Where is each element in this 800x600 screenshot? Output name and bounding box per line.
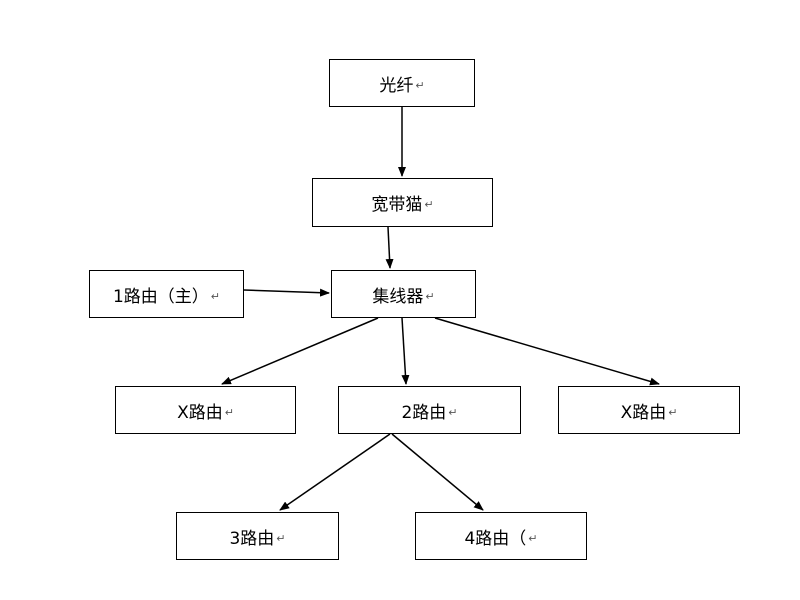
arrow-hub-to-x-right [434,317,660,386]
node-router-4: 4路由（↵ [415,512,587,560]
node-modem: 宽带猫↵ [312,178,493,227]
arrow-hub-to-router2 [401,317,410,385]
arrow-router2-to-router4 [391,433,484,511]
paragraph-mark-icon: ↵ [224,405,234,419]
node-modem-label: 宽带猫 [371,195,423,215]
node-fiber: 光纤↵ [329,59,475,107]
paragraph-mark-icon: ↵ [448,405,458,419]
paragraph-mark-icon: ↵ [276,531,286,545]
paragraph-mark-icon: ↵ [425,289,435,303]
node-hub-label: 集线器 [372,286,424,307]
paragraph-mark-icon: ↵ [415,78,425,92]
paragraph-mark-icon: ↵ [424,198,434,211]
node-router-2: 2路由↵ [338,386,521,434]
node-router-1-label: 1路由（主） [112,286,209,307]
node-router-x-left: X路由↵ [115,386,296,434]
paragraph-mark-icon: ↵ [210,289,221,303]
arrow-modem-to-hub [385,226,394,269]
arrow-router1-to-hub [243,288,330,297]
arrow-router2-to-router3 [279,433,391,511]
node-router-3-label: 3路由 [229,528,275,549]
node-router-1-main: 1路由（主）↵ [89,270,244,318]
node-router-3: 3路由↵ [176,512,339,560]
node-router-2-label: 2路由 [401,402,447,423]
paragraph-mark-icon: ↵ [528,531,538,545]
node-router-x-right-label: X路由 [620,402,667,423]
node-hub: 集线器↵ [331,270,476,318]
paragraph-mark-icon: ↵ [668,405,678,419]
node-router-x-right: X路由↵ [558,386,740,434]
node-router-x-left-label: X路由 [177,402,223,423]
node-router-4-label: 4路由（ [464,528,527,549]
node-fiber-label: 光纤 [379,75,414,96]
arrow-hub-to-x-left [221,317,379,385]
